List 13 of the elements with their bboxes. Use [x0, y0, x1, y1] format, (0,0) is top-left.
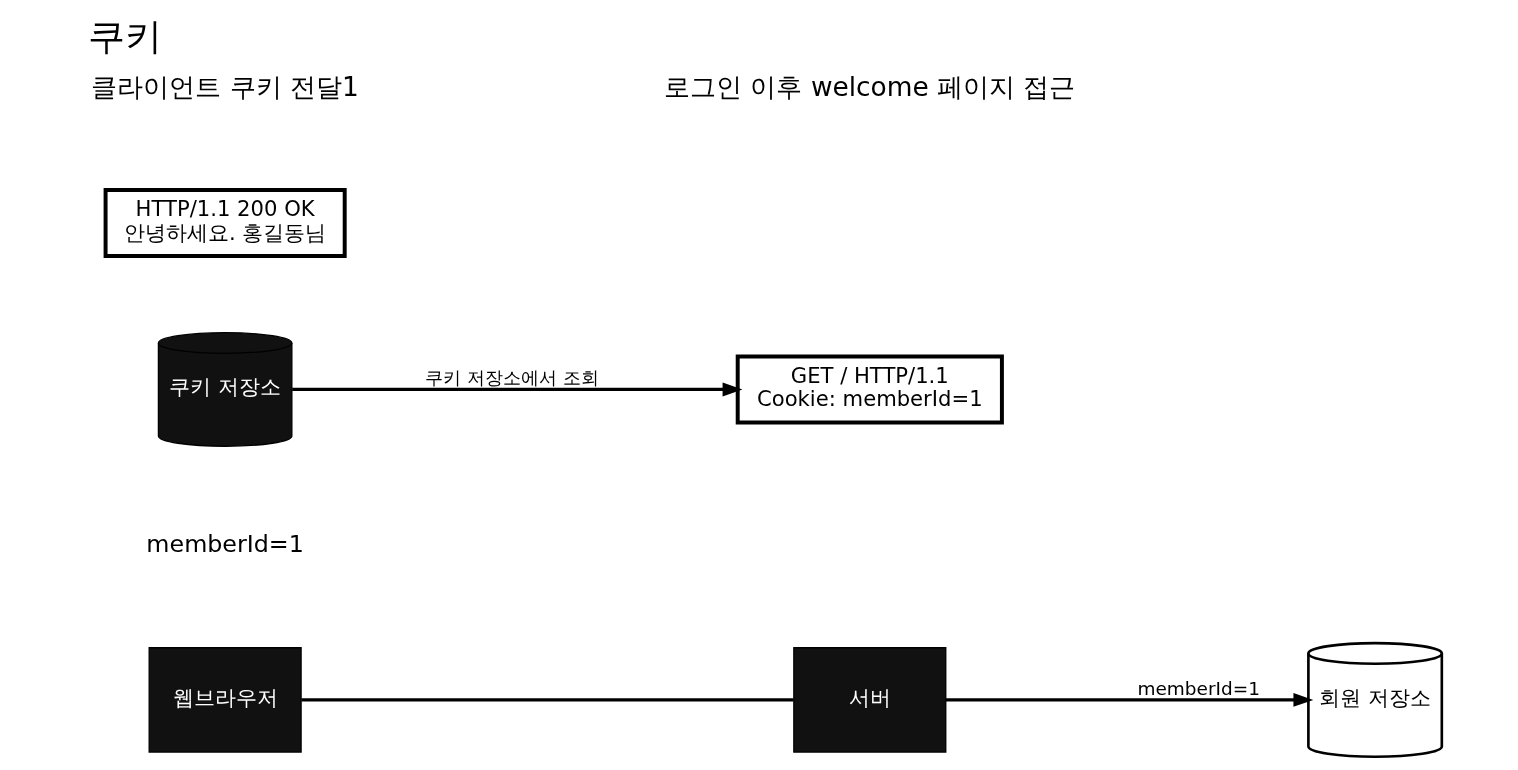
arrow	[291, 382, 742, 396]
node-box: 서버	[792, 646, 946, 753]
diagram-title: 쿠키	[87, 14, 162, 58]
label: 클라이언트 쿠키 전달1	[90, 70, 359, 102]
node-box: HTTP/1.1 200 OK 안녕하세요. 홍길동님	[103, 187, 347, 258]
node-box: 웹브라우저	[148, 646, 302, 753]
edge-label: 쿠키 저장소에서 조회	[424, 366, 599, 388]
node-label: memberId=1	[145, 529, 304, 558]
node-box: GET / HTTP/1.1 Cookie: memberId=1	[735, 353, 1004, 424]
edge-label: memberId=1	[1136, 677, 1260, 699]
arrow	[945, 692, 1313, 707]
label: 로그인 이후 welcome 페이지 접근	[663, 70, 1076, 102]
connector	[300, 697, 794, 702]
